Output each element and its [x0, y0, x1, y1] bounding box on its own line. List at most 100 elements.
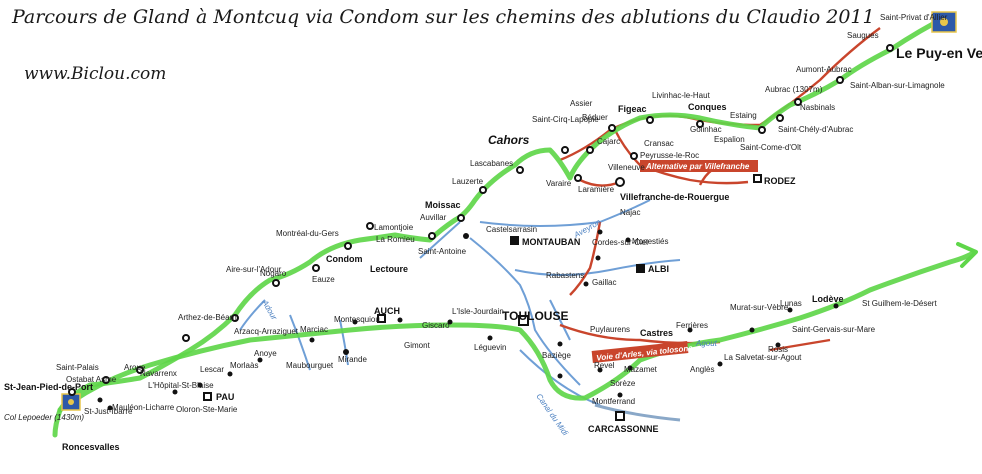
label-gimont: Gimont — [404, 341, 431, 350]
label-lodeve: Lodève — [812, 294, 844, 304]
label-le-puy: Le Puy-en Velay — [896, 45, 982, 61]
label-puylaurens: Puylaurens — [590, 325, 630, 334]
label-st-guilhem: St Guilhem-le-Désert — [862, 299, 937, 308]
label-giscaro: Giscaro — [422, 321, 450, 330]
prefecture-square-icon — [203, 174, 762, 421]
label-oloron: Oloron-Ste-Marie — [176, 405, 238, 414]
label-ferrieres: Ferrières — [676, 321, 708, 330]
label-conques: Conques — [688, 102, 727, 112]
label-lescar: Lescar — [200, 365, 224, 374]
green-route-east — [57, 249, 978, 413]
label-canal: Canal du Midi — [534, 392, 570, 437]
label-marciac: Marciac — [300, 325, 328, 334]
red-route-cordes — [569, 221, 602, 296]
label-navarrenx: Navarrenx — [140, 369, 177, 378]
label-albi: ALBI — [648, 264, 669, 274]
label-monesties: Monestiés — [632, 237, 668, 246]
river-tarn-west — [419, 221, 461, 259]
label-anoye: Anoye — [254, 349, 277, 358]
label-nasbinals: Nasbinals — [800, 103, 835, 112]
label-hopital: L'Hôpital-St-Blaise — [148, 381, 214, 390]
label-auvillar: Auvillar — [420, 213, 447, 222]
label-condom: Condom — [326, 254, 363, 264]
label-lascabanes: Lascabanes — [470, 159, 513, 168]
label-peyrusse: Peyrusse-le-Roc — [640, 151, 699, 160]
river-garonne — [469, 237, 581, 386]
town-markers — [68, 44, 894, 396]
label-revel: Revel — [594, 361, 615, 370]
label-gaillac: Gaillac — [592, 278, 616, 287]
label-cahors: Cahors — [488, 133, 530, 147]
website-label: www.Biclou.com — [24, 64, 167, 84]
label-auch: AUCH — [374, 306, 400, 316]
label-aubrac: Aubrac (1307m) — [765, 85, 823, 94]
label-moissac: Moissac — [425, 200, 461, 210]
alternative-box — [640, 160, 758, 172]
label-roncesvalles: Roncesvalles — [62, 442, 120, 452]
label-adour: Adour — [260, 298, 279, 322]
river-canal — [519, 349, 601, 406]
arrow-icon — [956, 242, 978, 268]
label-villeneuve: Villeneuve — [608, 163, 645, 172]
label-morlaas: Morlaàs — [230, 361, 258, 370]
label-st-just: St-Just-Ibarre — [84, 407, 133, 416]
river-gers-1 — [289, 314, 311, 371]
label-rabastens: Rabastens — [546, 271, 584, 280]
label-arzacq: Arzacq-Arraziguet — [234, 327, 299, 336]
label-espalion: Espalion — [714, 135, 745, 144]
label-rodez: RODEZ — [764, 176, 796, 186]
label-carcassonne: CARCASSONNE — [588, 424, 659, 434]
label-pau: PAU — [216, 392, 234, 402]
label-lisle: L'Isle-Jourdain — [452, 307, 504, 316]
label-st-privat: Saint-Privat d'Allier — [880, 13, 948, 22]
label-figeac: Figeac — [618, 104, 647, 114]
river-adour — [239, 299, 266, 331]
label-mirande: Mirande — [338, 355, 367, 364]
label-nogaro: Nogaro — [260, 269, 287, 278]
label-assier: Assier — [570, 99, 593, 108]
label-baziege: Baziège — [542, 351, 571, 360]
river-agout-low — [549, 299, 571, 341]
label-castres: Castres — [640, 328, 673, 338]
label-aroue: Aroue — [124, 363, 146, 372]
label-beduer: Béduer — [582, 113, 608, 122]
label-ostabat: Ostabat Asme — [66, 375, 117, 384]
label-soreze: Sorèze — [610, 379, 636, 388]
label-murat: Murat-sur-Vèbre — [730, 303, 789, 312]
label-najac: Najac — [620, 208, 640, 217]
label-saugues: Saugues — [847, 31, 879, 40]
label-lamontjoie: Lamontjoie — [374, 223, 414, 232]
label-agout: Agout — [695, 339, 718, 348]
label-col: Col Lepoeder (1430m) — [4, 413, 84, 422]
label-aire: Aire-sur-l'Adour — [226, 265, 282, 274]
label-villefranche: Villefranche-de-Rouergue — [620, 192, 729, 202]
river-tarn — [514, 259, 681, 276]
label-estaing: Estaing — [730, 111, 757, 120]
label-lunas: Lunas — [780, 299, 802, 308]
label-st-gervais: Saint-Gervais-sur-Mare — [792, 325, 876, 334]
label-st-chely: Saint-Chély-d'Aubrac — [778, 125, 853, 134]
label-montauban: MONTAUBAN — [522, 237, 580, 247]
pilgrim-sign-icon — [61, 393, 81, 411]
river-gers-2 — [339, 319, 349, 366]
label-mazamet: Mazamet — [624, 365, 658, 374]
label-st-cirq: Saint-Cirq-Lapopie — [532, 115, 599, 124]
river-aveyron — [479, 199, 651, 227]
label-montreal: Montréal-du-Gers — [276, 229, 339, 238]
label-st-alban: Saint-Alban-sur-Limagnole — [850, 81, 945, 90]
label-cordes: Cordes-sur-Ciel — [592, 238, 648, 247]
label-maubourguet: Maubourguet — [286, 361, 334, 370]
label-leguevin: Léguevin — [474, 343, 506, 352]
label-montesquiou: Montesquiou — [334, 315, 380, 324]
label-livinhac: Livinhac-le-Haut — [652, 91, 711, 100]
rivers — [239, 199, 681, 422]
label-varaire: Varaire — [546, 179, 572, 188]
map-title: Parcours de Gland à Montcuq via Condom s… — [12, 6, 875, 28]
red-route-villefranche — [613, 129, 749, 185]
red-route-east — [769, 338, 831, 352]
label-angles: Anglès — [690, 365, 714, 374]
label-mauleon: Mauléon-Licharre — [112, 403, 175, 412]
label-rosis: Rosis — [768, 345, 788, 354]
label-laramiere: Laramière — [578, 185, 615, 194]
